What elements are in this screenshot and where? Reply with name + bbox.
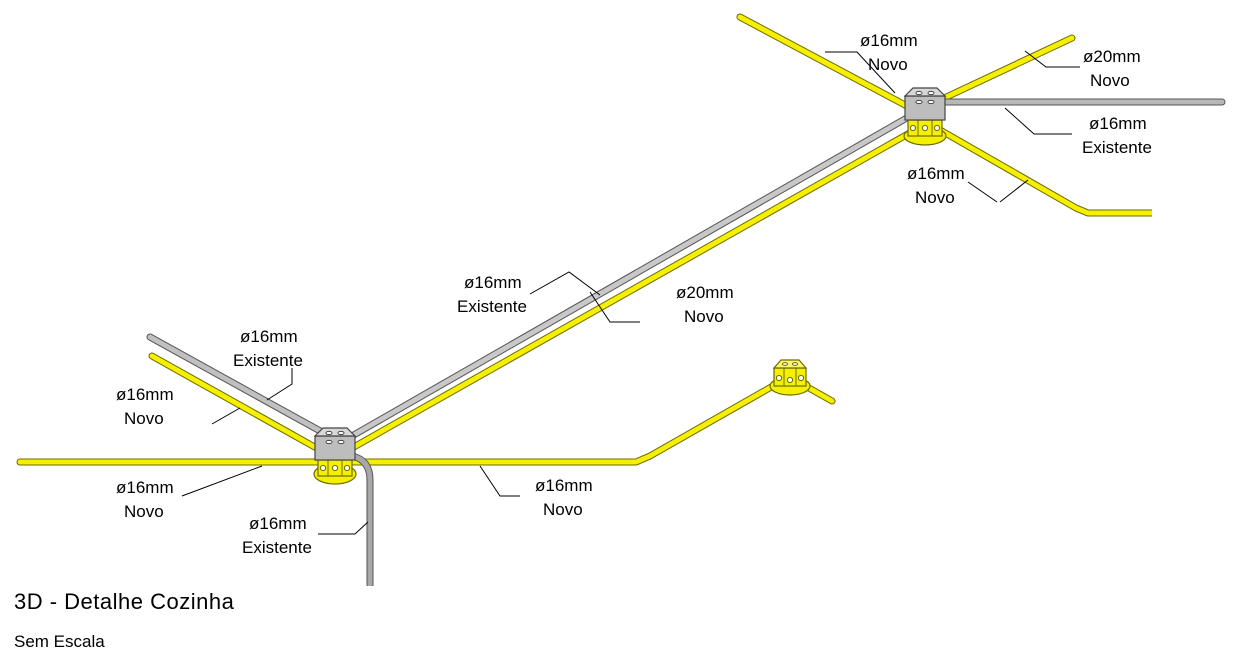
label-top-left-new: ø16mm Novo (860, 31, 918, 74)
conduit-new-16mm-top-left (736, 13, 909, 109)
svg-text:Novo: Novo (684, 307, 724, 326)
svg-text:Novo: Novo (1090, 71, 1130, 90)
drawing-title: 3D - Detalhe Cozinha (14, 589, 235, 614)
label-upper-left-new: ø16mm Novo (116, 385, 174, 428)
svg-text:Existente: Existente (457, 297, 527, 316)
svg-text:ø16mm: ø16mm (464, 273, 522, 292)
junction-box-small (769, 359, 811, 396)
label-lower-right-new: ø16mm Novo (907, 164, 965, 207)
conduit-existing-16mm-upper-left (146, 333, 326, 436)
svg-text:ø16mm: ø16mm (249, 514, 307, 533)
label-diagonal-existing: ø16mm Existente (457, 273, 527, 316)
conduit-new-16mm-lower-right (938, 126, 1152, 217)
svg-text:Existente: Existente (1082, 138, 1152, 157)
svg-text:Novo: Novo (124, 409, 164, 428)
svg-text:Existente: Existente (242, 538, 312, 557)
conduit-new-16mm-upper-left (148, 352, 324, 454)
conduit-new-16mm-right (350, 378, 782, 466)
conduits (16, 13, 1226, 586)
svg-text:Novo: Novo (868, 55, 908, 74)
svg-text:Novo: Novo (124, 502, 164, 521)
svg-text:ø16mm: ø16mm (535, 476, 593, 495)
svg-text:Novo: Novo (915, 188, 955, 207)
label-right-existing: ø16mm Existente (1082, 114, 1152, 157)
label-right-horizontal-new: ø16mm Novo (535, 476, 593, 519)
svg-text:Existente: Existente (233, 351, 303, 370)
svg-text:ø16mm: ø16mm (1089, 114, 1147, 133)
label-diagonal-20mm: ø20mm Novo (676, 283, 734, 326)
svg-text:Novo: Novo (543, 500, 583, 519)
svg-text:ø16mm: ø16mm (240, 327, 298, 346)
label-upper-left-existing: ø16mm Existente (233, 327, 303, 370)
drawing-scale-note: Sem Escala (14, 632, 105, 651)
conduit-new-20mm-diagonal (341, 126, 919, 456)
conduit-new-20mm-top-right (936, 34, 1076, 104)
junction-box-upper (903, 87, 947, 146)
conduit-existing-16mm-diagonal (341, 111, 916, 444)
svg-text:ø16mm: ø16mm (907, 164, 965, 183)
svg-text:ø16mm: ø16mm (860, 31, 918, 50)
svg-text:ø16mm: ø16mm (116, 478, 174, 497)
label-top-right-20mm: ø20mm Novo (1083, 47, 1141, 90)
junction-box-lower (313, 427, 357, 485)
svg-text:ø16mm: ø16mm (116, 385, 174, 404)
svg-text:ø20mm: ø20mm (1083, 47, 1141, 66)
label-vertical-existing: ø16mm Existente (242, 514, 312, 557)
svg-text:ø20mm: ø20mm (676, 283, 734, 302)
label-left-new: ø16mm Novo (116, 478, 174, 521)
callout-labels: ø16mm Novo ø20mm Novo ø16mm Existente ø1… (116, 31, 1152, 557)
leader-lines (181, 50, 1080, 535)
